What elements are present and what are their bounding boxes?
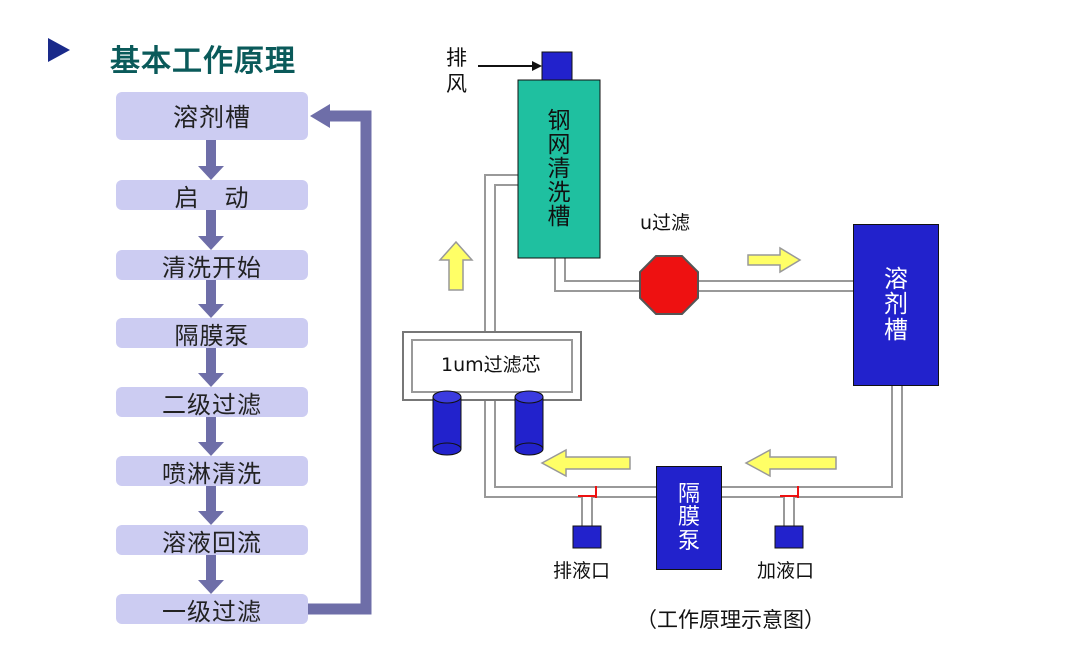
stencil-cleaning-tank	[517, 79, 601, 259]
diagram-caption: （工作原理示意图）	[636, 608, 825, 632]
fill-port-box	[774, 525, 804, 549]
exhaust-label-2: 风	[446, 72, 467, 96]
page-title: 基本工作原理	[110, 44, 296, 79]
left-arrowhead-icon	[310, 104, 330, 128]
exhaust-arrow-icon	[532, 61, 542, 71]
down-arrow-icon	[198, 486, 224, 525]
filter-cartridge-right	[514, 390, 544, 456]
filter-cartridge-left	[432, 390, 462, 456]
exhaust-vent	[541, 51, 573, 81]
down-arrow-icon	[198, 210, 224, 250]
down-arrow-icon	[198, 280, 224, 318]
flow-step-secondary-filter: 二级过滤	[116, 387, 308, 419]
flow-step-clean-start: 清洗开始	[116, 250, 308, 282]
stencil-tank-label: 钢 网 清 洗 槽	[547, 107, 571, 231]
down-arrow-icon	[198, 555, 224, 594]
fill-port-label: 加液口	[757, 560, 815, 582]
solvent-tank: 溶 剂 槽	[853, 224, 939, 386]
loop-back-arrow	[308, 104, 372, 615]
flow-down-arrows	[198, 140, 224, 594]
filter-core-label: 1um过滤芯	[441, 354, 541, 376]
exhaust-label-1: 排	[446, 46, 467, 70]
left-arrow-icon	[744, 448, 837, 478]
flow-step-start: 启 动	[116, 180, 308, 212]
down-arrow-icon	[198, 417, 224, 456]
left-arrow-icon	[540, 448, 631, 478]
right-arrow-icon	[747, 246, 802, 274]
flow-step-solvent-tank: 溶剂槽	[116, 92, 308, 140]
drain-port-marker	[578, 486, 597, 498]
drain-port-box	[572, 525, 602, 549]
bullet-arrow-icon	[48, 38, 70, 62]
fill-port-marker	[780, 486, 799, 498]
diaphragm-pump: 隔 膜 泵	[656, 466, 722, 570]
flow-step-primary-filter: 一级过滤	[116, 594, 308, 626]
flow-step-solution-return: 溶液回流	[116, 525, 308, 557]
u-filter-label: u过滤	[640, 212, 691, 234]
flow-step-diaphragm-pump: 隔膜泵	[116, 318, 308, 350]
drain-port-label: 排液口	[553, 560, 611, 582]
yellow-flow-arrows	[438, 240, 837, 478]
down-arrow-icon	[198, 348, 224, 387]
down-arrow-icon	[198, 140, 224, 180]
up-arrow-icon	[438, 240, 474, 291]
flow-step-spray-clean: 喷淋清洗	[116, 456, 308, 488]
u-filter-stop-icon	[639, 255, 699, 315]
